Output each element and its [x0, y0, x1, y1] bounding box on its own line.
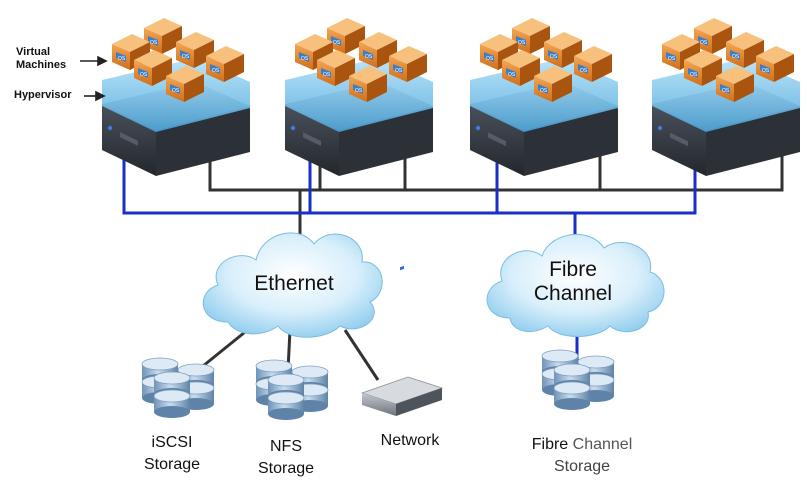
server-drive-bay: [488, 132, 506, 147]
fibre-channel-label: Fibre Channel: [514, 258, 632, 306]
vm-os-badge: OS: [518, 40, 526, 46]
vm-os-badge: OS: [212, 68, 220, 74]
vm-os-badge: OS: [333, 40, 341, 46]
vm-icon: OS: [206, 46, 244, 82]
vm-os-badge: OS: [395, 68, 403, 74]
server-power-led-icon: [290, 125, 296, 131]
fibre-channel-cloud: [486, 233, 665, 337]
ethernet-to-network: [343, 329, 380, 381]
host-2: OS OS OS OS OS OS: [285, 18, 433, 176]
hosts-layer: OSOSOSOSOSOSOSOSOSOSOSOSOSOSOSOSOSOSOSOS…: [102, 18, 800, 176]
vm-os-badge: OS: [732, 54, 740, 60]
vm-os-badge: OS: [486, 56, 494, 62]
vm-os-badge: OS: [762, 68, 770, 74]
fc-storage-icon: [541, 349, 615, 410]
virtual-machines-label-line2: Machines: [16, 59, 67, 71]
hypervisor-label: Hypervisor: [14, 89, 72, 101]
virtual-machines-label: Virtual Machines: [16, 46, 66, 72]
server-drive-bay: [303, 132, 321, 147]
fc-storage-label-fibre: Fibre: [531, 436, 569, 453]
fc-storage-label-line2: Storage: [553, 458, 611, 475]
vm-icon: OS: [359, 32, 397, 68]
vm-icon: OS: [502, 50, 540, 86]
network-label: Network: [380, 432, 440, 449]
iscsi-storage-label: iSCSI Storage: [130, 432, 214, 476]
nfs-storage-label-line1: NFS: [270, 438, 302, 455]
vm-os-badge: OS: [150, 40, 158, 46]
network-switch-icon: [360, 265, 444, 416]
vm-os-badge: OS: [323, 72, 331, 78]
vm-os-badge: OS: [355, 88, 363, 94]
nfs-storage-icon: [255, 359, 329, 420]
server-drive-bay: [120, 132, 138, 146]
server-drive-bay: [670, 132, 688, 147]
vm-icon: OS: [756, 46, 794, 82]
vm-os-badge: OS: [690, 72, 698, 78]
vm-icon: OS: [716, 66, 754, 102]
vm-os-badge: OS: [668, 56, 676, 62]
host-4: OS OS OS OS OS OS: [652, 18, 800, 176]
iscsi-storage-label-line2: Storage: [143, 456, 201, 473]
hypervisor-arrow-head: [95, 90, 106, 102]
vm-icon: OS: [134, 50, 172, 86]
fc-storage-label: Fibre Channel Storage: [508, 434, 656, 478]
vm-icon: OS: [544, 32, 582, 68]
fibre-channel-label-line1: Fibre: [549, 258, 597, 281]
nfs-storage-label: NFS Storage: [243, 436, 329, 480]
vm-os-badge: OS: [700, 40, 708, 46]
virtual-machines-label-line1: Virtual: [16, 46, 51, 58]
vm-icon: OS: [317, 50, 355, 86]
server-power-led-icon: [657, 125, 663, 131]
ethernet-cloud: [202, 232, 383, 338]
server-power-led-icon: [107, 125, 113, 131]
ethernet-to-iscsi: [202, 326, 251, 368]
host-1: OS OS OS OS OS OS: [102, 18, 250, 176]
vm-os-badge: OS: [580, 68, 588, 74]
vm-icon: OS: [176, 32, 214, 68]
server-side: [156, 106, 250, 176]
server-power-led-icon: [475, 125, 481, 131]
vm-os-badge: OS: [140, 72, 148, 78]
server-side: [524, 106, 618, 176]
vm-os-badge: OS: [182, 54, 190, 60]
vm-os-badge: OS: [301, 56, 309, 62]
iscsi-storage-icon: [141, 357, 215, 418]
vm-os-badge: OS: [508, 72, 516, 78]
vm-icon: OS: [389, 46, 427, 82]
vm-os-badge: OS: [550, 54, 558, 60]
nfs-storage-label-line2: Storage: [257, 460, 315, 477]
vm-os-badge: OS: [172, 88, 180, 94]
vm-os-badge: OS: [722, 88, 730, 94]
vm-os-badge: OS: [118, 56, 126, 62]
fc-storage-label-line1: Fibre Channel: [508, 434, 656, 456]
vm-icon: OS: [574, 46, 612, 82]
server-side: [339, 106, 433, 176]
fc-storage-label-channel: Channel: [568, 436, 633, 453]
vm-icon: OS: [726, 32, 764, 68]
fibre-channel-label-line2: Channel: [533, 282, 613, 305]
vm-icon: OS: [534, 66, 572, 102]
ethernet-label: Ethernet: [254, 272, 334, 295]
disk-icon: [153, 389, 191, 418]
disk-icon: [267, 391, 305, 420]
vm-icon: OS: [166, 66, 204, 102]
iscsi-storage-label-line1: iSCSI: [151, 434, 193, 451]
vm-icon: OS: [144, 18, 182, 54]
vm-arrow-head: [97, 55, 108, 67]
vm-icon: OS: [349, 66, 387, 102]
vm-icon: OS: [684, 50, 722, 86]
label-arrows: [80, 55, 108, 102]
vm-os-badge: OS: [540, 88, 548, 94]
fc-bus: [122, 140, 697, 215]
server-side: [706, 106, 800, 176]
vm-os-badge: OS: [365, 54, 373, 60]
storage-layer: [141, 349, 615, 420]
disk-icon: [553, 381, 591, 410]
host-3: OS OS OS OS OS OS: [470, 18, 618, 176]
